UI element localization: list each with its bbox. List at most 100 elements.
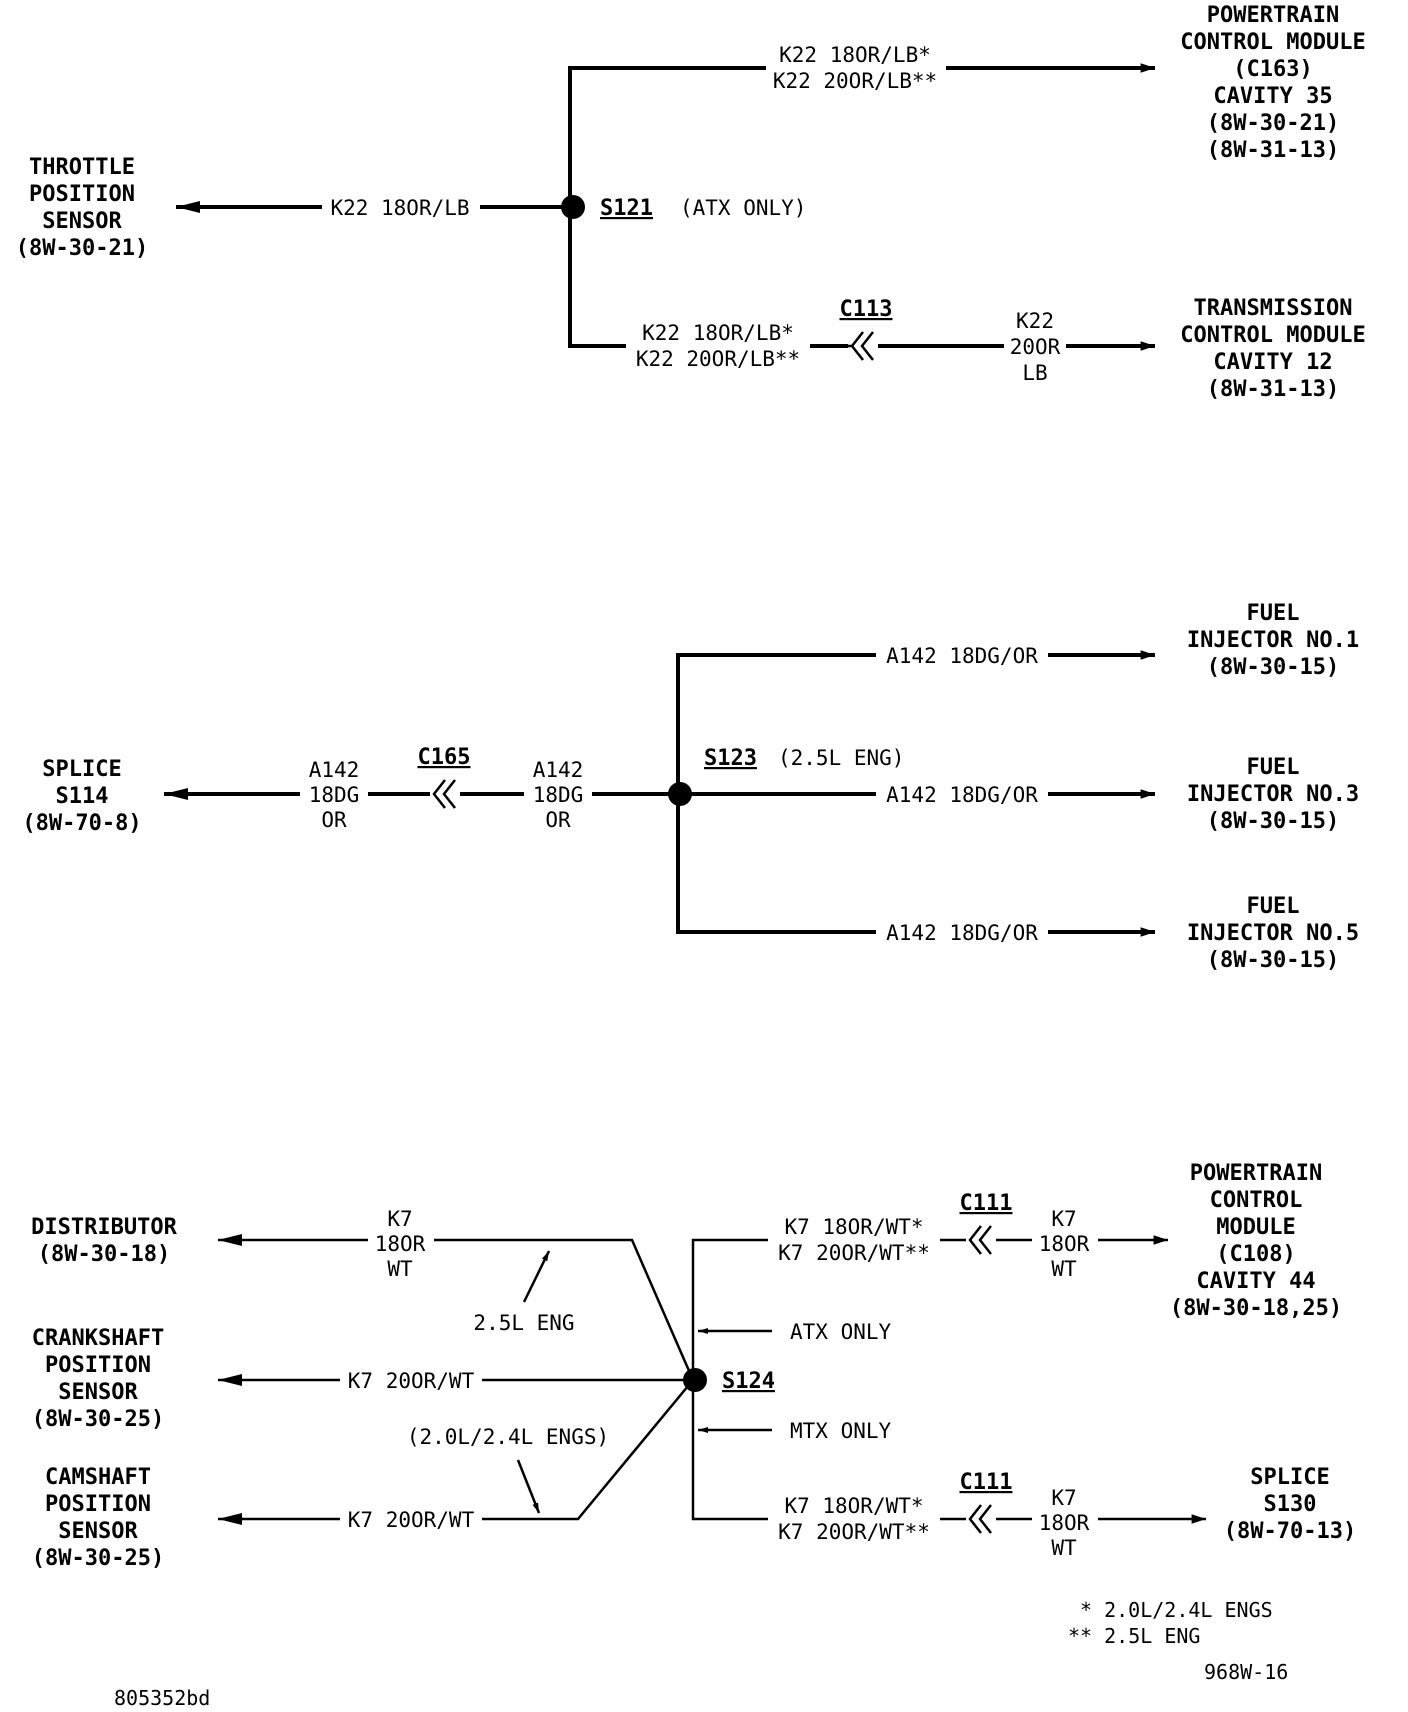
pcm1-label-2: CONTROL MODULE <box>1180 30 1365 55</box>
pointer-2.5l <box>522 1250 551 1303</box>
splice-dot-s123 <box>668 782 692 806</box>
connector-c111-s130-symbol <box>968 1504 992 1534</box>
connector-c113-label: C113 <box>840 297 893 322</box>
wire-label-a142-mid-1: A142 <box>533 758 584 782</box>
wire-label-k7-crank: K7 20OR/WT <box>348 1369 475 1393</box>
connector-c111-pcm-label: C111 <box>960 1191 1013 1216</box>
splice-s123-note: (2.5L ENG) <box>778 746 904 770</box>
pcm1-label-4: CAVITY 35 <box>1213 84 1332 109</box>
note-2.0l-2.4l-engs: (2.0L/2.4L ENGS) <box>407 1425 609 1449</box>
wire-k7-distributor <box>218 1238 695 1381</box>
inj3-label-3: (8W-30-15) <box>1207 809 1339 834</box>
wire-label-k7-pcm-left-1: K7 18OR/WT* <box>784 1215 923 1239</box>
tps-label-4: (8W-30-21) <box>16 236 148 261</box>
wire-label-k7-pcm-left-2: K7 20OR/WT** <box>778 1241 930 1265</box>
wire-label-k7-pcm-right-3: WT <box>1051 1257 1077 1281</box>
distributor-label-2: (8W-30-18) <box>38 1242 170 1267</box>
pointer-2.0l-2.4l <box>516 1459 541 1514</box>
wire-label-k7-dist-2: 18OR <box>375 1232 426 1256</box>
note-mtx-only: MTX ONLY <box>790 1419 892 1443</box>
wire-label-k22-tcm-1: K22 <box>1016 309 1054 333</box>
wire-label-a142-left-1: A142 <box>309 758 360 782</box>
wire-label-k7-pcm-right-1: K7 <box>1051 1207 1076 1231</box>
wire-label-k7-s130-right-2: 18OR <box>1039 1511 1090 1535</box>
pcm1-label-6: (8W-31-13) <box>1207 138 1339 163</box>
wire-label-a142-left-3: OR <box>321 808 347 832</box>
tcm-label-4: (8W-31-13) <box>1207 377 1339 402</box>
wire-k7-pcm <box>691 1235 1168 1380</box>
wire-label-k7-s130-right-3: WT <box>1051 1536 1077 1560</box>
arrow-tps <box>176 201 200 213</box>
section-3-k7: K7 18OR WT K7 20OR/WT K7 20OR/WT 2.5L EN… <box>31 1161 1356 1571</box>
tcm-label-2: CONTROL MODULE <box>1180 323 1365 348</box>
footnote-single-star: * 2.0L/2.4L ENGS <box>1080 1598 1273 1622</box>
pcm2-label-3: MODULE <box>1216 1215 1295 1240</box>
arrow-distributor <box>218 1234 242 1246</box>
tcm-label-3: CAVITY 12 <box>1213 350 1332 375</box>
note-2.5l-eng: 2.5L ENG <box>473 1311 574 1335</box>
connector-c165-label: C165 <box>418 745 471 770</box>
note-atx-only: ATX ONLY <box>790 1320 892 1344</box>
pcm2-label-4: (C108) <box>1216 1242 1295 1267</box>
arrow-s114 <box>164 788 188 800</box>
wire-label-k22-tcm-2: 20OR <box>1010 335 1061 359</box>
tps-label-2: POSITION <box>29 182 135 207</box>
connector-c111-pcm-symbol <box>968 1225 992 1255</box>
inj3-label-2: INJECTOR NO.3 <box>1187 782 1359 807</box>
pcm2-label-1: POWERTRAIN <box>1190 1161 1322 1186</box>
wire-label-a142-inj1: A142 18DG/OR <box>886 644 1038 668</box>
pcm1-label-1: POWERTRAIN <box>1207 3 1339 28</box>
wire-label-k22-top-1: K22 18OR/LB* <box>779 43 931 67</box>
pcm2-label-6: (8W-30-18,25) <box>1170 1296 1342 1321</box>
inj3-label-1: FUEL <box>1247 755 1300 780</box>
wire-label-k7-s130-right-1: K7 <box>1051 1486 1076 1510</box>
splice-s124-label: S124 <box>722 1369 775 1394</box>
wire-label-a142-inj3: A142 18DG/OR <box>886 783 1038 807</box>
wire-label-k7-s130-left-2: K7 20OR/WT** <box>778 1520 930 1544</box>
splice-s123-label: S123 <box>704 746 757 771</box>
s114-label-2: S114 <box>56 784 109 809</box>
splice-s121-note: (ATX ONLY) <box>680 196 806 220</box>
tps-label-1: THROTTLE <box>29 155 135 180</box>
wire-label-k7-pcm-right-2: 18OR <box>1039 1232 1090 1256</box>
pcm2-label-2: CONTROL <box>1210 1188 1303 1213</box>
cam-label-2: POSITION <box>45 1492 151 1517</box>
cam-label-3: SENSOR <box>58 1519 138 1544</box>
inj1-label-3: (8W-30-15) <box>1207 655 1339 680</box>
wire-label-k7-s130-left-1: K7 18OR/WT* <box>784 1494 923 1518</box>
wire-label-k22-bot-2: K22 20OR/LB** <box>636 347 800 371</box>
wire-a142-inj5 <box>676 794 1155 937</box>
connector-c165-symbol <box>432 779 456 809</box>
wire-label-k7-dist-3: WT <box>387 1257 413 1281</box>
s130-label-3: (8W-70-13) <box>1224 1519 1356 1544</box>
footnote-double-star: ** 2.5L ENG <box>1068 1624 1200 1648</box>
wire-label-a142-left-2: 18DG <box>309 783 360 807</box>
wire-k22-tcm <box>568 207 1155 351</box>
image-code: 805352bd <box>114 1686 210 1710</box>
arrow-crank <box>218 1374 242 1386</box>
cam-label-1: CAMSHAFT <box>45 1465 151 1490</box>
wire-label-k22-tcm-3: LB <box>1022 361 1047 385</box>
connector-c111-s130-label: C111 <box>960 1470 1013 1495</box>
pcm1-label-3: (C163) <box>1233 57 1312 82</box>
wire-label-k22-top-2: K22 20OR/LB** <box>773 69 937 93</box>
inj5-label-1: FUEL <box>1247 894 1300 919</box>
wire-label-k22-bot-1: K22 18OR/LB* <box>642 321 794 345</box>
s114-label-1: SPLICE <box>42 757 121 782</box>
crank-label-3: SENSOR <box>58 1380 138 1405</box>
wire-label-k22-in: K22 18OR/LB <box>330 196 469 220</box>
tps-label-3: SENSOR <box>42 209 122 234</box>
crank-label-2: POSITION <box>45 1353 151 1378</box>
pcm1-label-5: (8W-30-21) <box>1207 111 1339 136</box>
arrow-cam <box>218 1513 242 1525</box>
wire-label-a142-inj5: A142 18DG/OR <box>886 921 1038 945</box>
section-1-k22: K22 18OR/LB K22 18OR/LB* K22 20OR/LB** K… <box>16 3 1366 402</box>
wire-label-a142-mid-2: 18DG <box>533 783 584 807</box>
s130-label-1: SPLICE <box>1250 1465 1329 1490</box>
inj5-label-2: INJECTOR NO.5 <box>1187 921 1359 946</box>
wire-k22-trunk <box>568 63 1155 207</box>
distributor-label-1: DISTRIBUTOR <box>31 1215 177 1240</box>
wire-label-k7-dist-1: K7 <box>387 1207 412 1231</box>
pcm2-label-5: CAVITY 44 <box>1196 1269 1315 1294</box>
